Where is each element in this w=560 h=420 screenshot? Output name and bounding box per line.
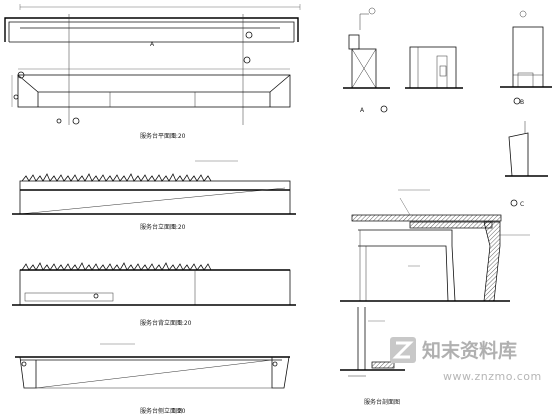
back-elevation-scale: 1:20 — [178, 320, 192, 327]
section-a-label: A — [360, 107, 365, 114]
section-details: A B C — [343, 7, 552, 208]
section-c-label: C — [520, 201, 524, 208]
section-title: 服务台剖面图 — [364, 398, 400, 406]
side-elevation-scale: 1:20 — [172, 408, 186, 415]
watermark-url: www.znzmo.com — [443, 370, 542, 383]
plan-title: 服务台平面图 — [140, 132, 176, 140]
plan-view: A 服务台平面图 1:20 — [4, 4, 301, 140]
front-elevation-title: 服务台立面图 — [140, 223, 176, 231]
side-elevation-title: 服务台侧立面图 — [140, 407, 182, 415]
side-elevation: 服务台侧立面图 1:20 — [15, 343, 290, 415]
back-elevation: 服务台背立面图 1:20 — [12, 262, 296, 327]
large-section: 服务台剖面图 — [340, 189, 530, 406]
front-elevation: 服务台立面图 1:20 — [12, 160, 296, 231]
watermark: 知末资料库 www.znzmo.com — [390, 337, 542, 383]
plan-scale: 1:20 — [172, 133, 186, 140]
svg-text:A: A — [150, 41, 155, 48]
front-elevation-scale: 1:20 — [172, 224, 186, 231]
section-b-label: B — [520, 99, 524, 106]
back-elevation-title: 服务台背立面图 — [140, 319, 182, 327]
znzmo-logo-icon — [390, 337, 416, 363]
watermark-brand: 知末资料库 — [422, 339, 517, 362]
